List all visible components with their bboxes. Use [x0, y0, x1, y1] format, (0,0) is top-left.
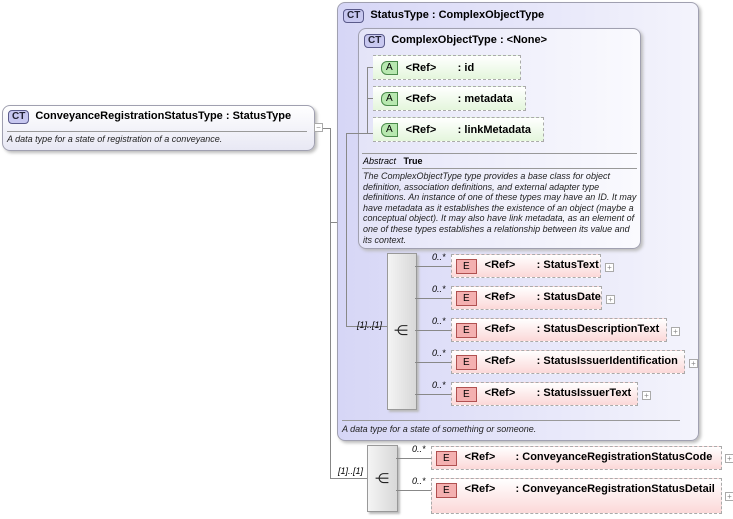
element-multiplicity: 0..* — [432, 316, 446, 326]
connector — [367, 98, 373, 99]
complex-type-extension-icon: CT — [343, 9, 365, 23]
sequence-multiplicity: [1]..[1] — [338, 466, 364, 476]
element-multiplicity: 0..* — [412, 476, 426, 486]
expand-toggle[interactable]: + — [725, 454, 733, 463]
ref-label: <Ref> — [484, 355, 516, 367]
type-name: ComplexObjectType — [391, 34, 497, 46]
connector — [330, 478, 367, 479]
base-type: StatusType — [232, 110, 292, 122]
element-icon: E — [456, 355, 477, 370]
attribute-name: : id — [457, 61, 475, 74]
sequence-compositor[interactable]: ⋲ — [367, 445, 398, 512]
ref-label: <Ref> — [484, 323, 516, 335]
expand-toggle[interactable]: + — [605, 263, 614, 272]
abstract-label: Abstract — [363, 156, 397, 166]
connector — [346, 326, 387, 327]
ref-label: <Ref> — [405, 92, 437, 105]
ref-label: <Ref> — [484, 387, 516, 399]
connector — [415, 394, 451, 395]
connector — [346, 133, 347, 327]
element-ref[interactable]: E <Ref> : StatusDate — [451, 286, 602, 310]
attribute-icon: A — [381, 91, 398, 106]
element-icon: E — [456, 291, 477, 306]
element-ref[interactable]: E <Ref> : StatusIssuerIdentification — [451, 350, 685, 374]
divider — [362, 168, 637, 169]
connector — [330, 128, 331, 478]
collapse-toggle[interactable]: − — [314, 123, 323, 132]
element-multiplicity: 0..* — [432, 252, 446, 262]
element-icon: E — [436, 451, 457, 466]
base-type: ComplexObjectType — [438, 9, 545, 21]
element-ref[interactable]: E <Ref> : StatusDescriptionText — [451, 318, 667, 342]
element-name: : StatusText — [536, 259, 599, 271]
expand-toggle[interactable]: + — [725, 492, 733, 501]
connector — [322, 128, 330, 129]
attribute-name: : linkMetadata — [457, 123, 532, 136]
expand-toggle[interactable]: + — [689, 359, 698, 368]
element-name: : StatusDescriptionText — [536, 323, 660, 335]
sequence-icon: ⋲ — [394, 322, 408, 338]
element-icon: E — [456, 259, 477, 274]
complex-type-icon: CT — [364, 34, 386, 48]
expand-toggle[interactable]: + — [606, 295, 615, 304]
divider — [7, 131, 307, 132]
divider — [342, 420, 680, 421]
type-description: A data type for a state of registration … — [7, 134, 223, 144]
sequence-icon: ⋲ — [375, 470, 389, 486]
ref-label: <Ref> — [464, 483, 496, 495]
connector — [415, 298, 451, 299]
attribute-id[interactable]: A <Ref> : id — [373, 55, 521, 80]
element-icon: E — [456, 387, 477, 402]
element-ref[interactable]: E <Ref> : StatusText — [451, 254, 601, 278]
connector — [415, 330, 451, 331]
element-ref[interactable]: E <Ref> : ConveyanceRegistrationStatusCode — [431, 446, 722, 470]
type-description: A data type for a state of something or … — [342, 424, 537, 434]
type-name: ConveyanceRegistrationStatusType — [35, 110, 223, 122]
element-name: : StatusIssuerText — [536, 387, 632, 399]
element-name: : StatusDate — [536, 291, 601, 303]
connector — [346, 133, 373, 134]
attribute-name: : metadata — [457, 92, 513, 105]
attribute-icon: A — [381, 60, 398, 75]
divider — [362, 153, 637, 154]
expand-toggle[interactable]: + — [642, 391, 651, 400]
expand-toggle[interactable]: + — [671, 327, 680, 336]
element-name: : ConveyanceRegistrationStatusDetail — [515, 483, 715, 495]
abstract-value: True — [403, 156, 423, 166]
base-type: <None> — [506, 34, 548, 46]
sequence-multiplicity: [1]..[1] — [357, 320, 383, 330]
type-description: The ComplexObjectType type provides a ba… — [363, 171, 637, 245]
connector — [415, 266, 451, 267]
element-name: : StatusIssuerIdentification — [536, 355, 678, 367]
element-ref[interactable]: E <Ref> : ConveyanceRegistrationStatusDeta… — [431, 478, 722, 514]
element-multiplicity: 0..* — [412, 444, 426, 454]
connector — [367, 67, 368, 133]
element-multiplicity: 0..* — [432, 348, 446, 358]
ref-label: <Ref> — [405, 123, 437, 136]
element-name: : ConveyanceRegistrationStatusCode — [515, 451, 713, 463]
ref-label: <Ref> — [464, 451, 496, 463]
connector — [415, 362, 451, 363]
element-multiplicity: 0..* — [432, 380, 446, 390]
ref-label: <Ref> — [405, 61, 437, 74]
element-icon: E — [456, 323, 477, 338]
complex-type-extension-icon: CT — [8, 110, 30, 124]
element-ref[interactable]: E <Ref> : StatusIssuerText — [451, 382, 638, 406]
attribute-icon: A — [381, 122, 398, 137]
connector — [367, 67, 373, 68]
type-name: StatusType — [370, 9, 429, 21]
sequence-compositor[interactable]: ⋲ — [387, 253, 417, 410]
connector — [330, 222, 338, 223]
connector — [396, 490, 431, 491]
ref-label: <Ref> — [484, 259, 516, 271]
element-multiplicity: 0..* — [432, 284, 446, 294]
connector — [396, 458, 431, 459]
ref-label: <Ref> — [484, 291, 516, 303]
attribute-linkmetadata[interactable]: A <Ref> : linkMetadata — [373, 117, 544, 142]
element-icon: E — [436, 483, 457, 498]
attribute-metadata[interactable]: A <Ref> : metadata — [373, 86, 526, 111]
